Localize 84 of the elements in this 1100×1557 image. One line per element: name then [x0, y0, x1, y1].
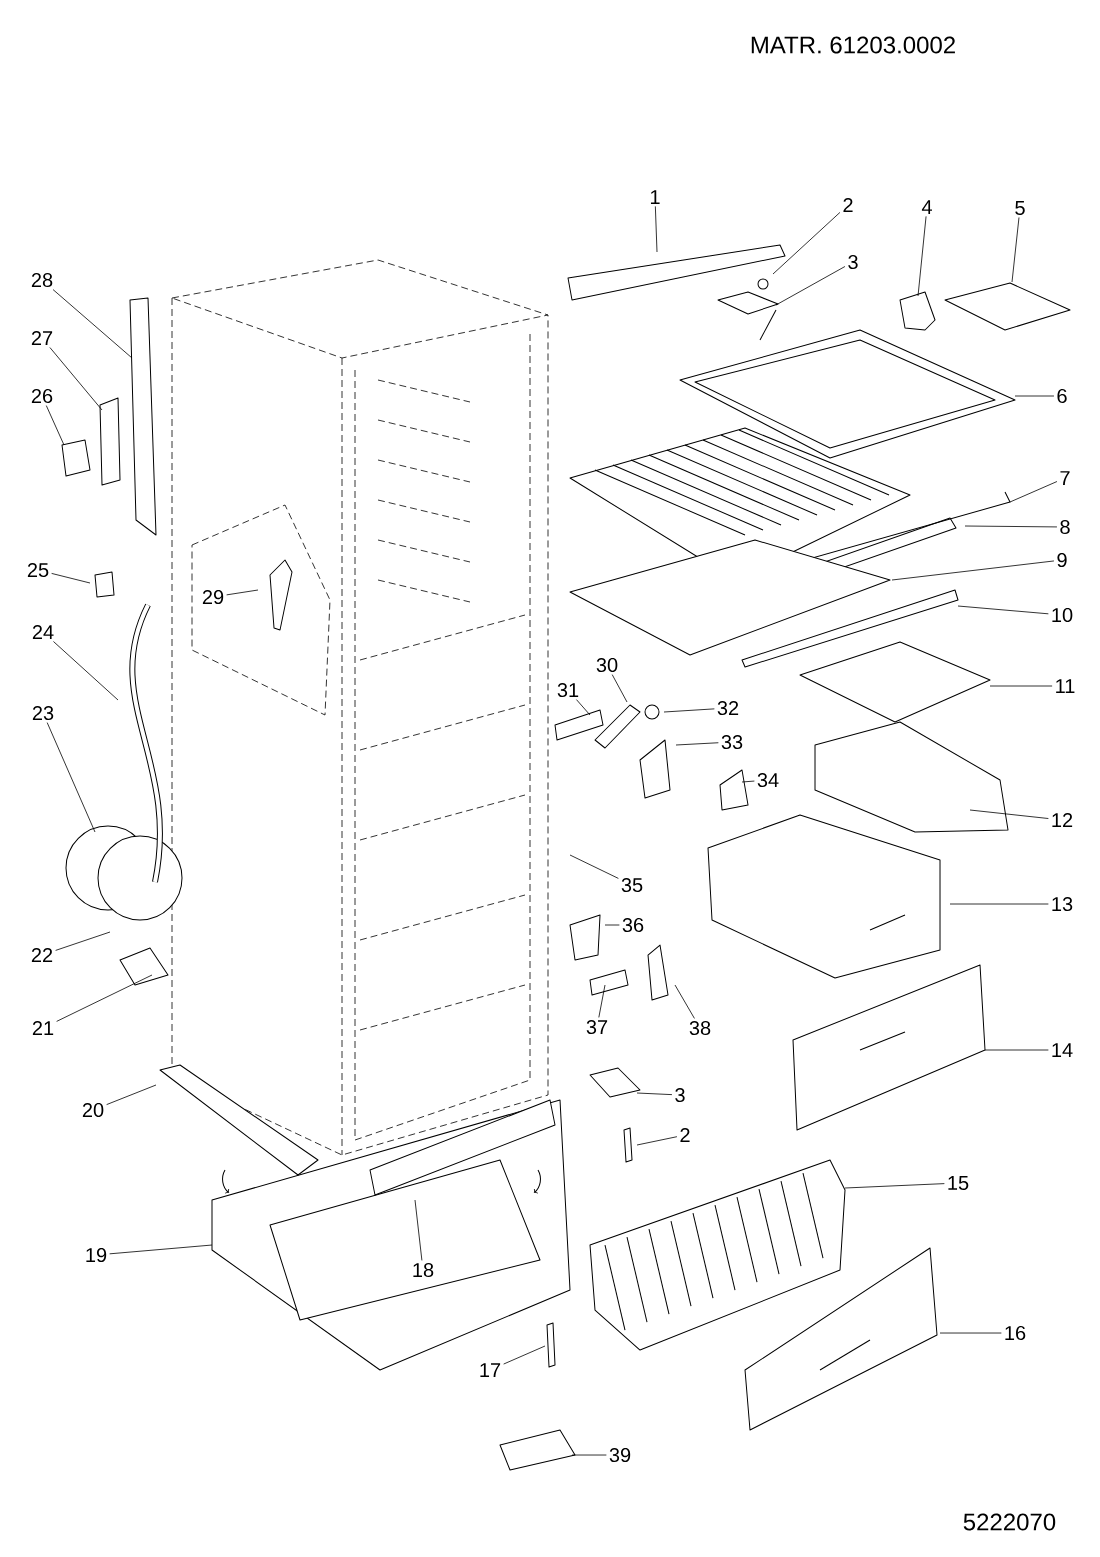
- callout-number: 25: [27, 562, 49, 578]
- callout-number: 20: [82, 1102, 104, 1118]
- leader-line: [957, 605, 1049, 615]
- callout-number: 33: [721, 734, 743, 750]
- callout-number: 27: [31, 331, 53, 345]
- leader-line: [984, 1049, 1049, 1051]
- callout-number: 11: [1056, 679, 1075, 693]
- leader-line: [989, 685, 1053, 687]
- callout-number: 15: [948, 1176, 969, 1190]
- callout-number: 17: [480, 1363, 501, 1377]
- drawing-number: MATR. 61203.0002: [751, 36, 955, 54]
- callout-number: 4: [921, 200, 932, 214]
- callout-number: 3: [675, 1087, 685, 1103]
- leader-line: [52, 289, 133, 359]
- leader-line: [106, 1084, 157, 1105]
- leader-line: [636, 1092, 673, 1096]
- callout-number: 12: [1052, 813, 1073, 827]
- leader-line: [939, 1332, 1002, 1334]
- leader-line: [1009, 481, 1058, 503]
- callout-number: 32: [717, 700, 739, 716]
- callout-number: 10: [1052, 607, 1073, 623]
- leader-line: [636, 1136, 678, 1146]
- leader-line: [598, 984, 606, 1018]
- callout-number: 6: [1057, 388, 1067, 404]
- leader-line: [569, 854, 619, 879]
- leader-line: [917, 216, 927, 297]
- callout-number: 2: [680, 1128, 690, 1142]
- leader-line: [226, 589, 259, 596]
- leader-line: [969, 809, 1049, 819]
- leader-line: [741, 780, 755, 783]
- callout-number: 16: [1005, 1325, 1026, 1341]
- leader-line: [503, 1345, 546, 1365]
- callout-number: 37: [586, 1019, 608, 1035]
- leader-line: [844, 1183, 945, 1189]
- callout-number: 31: [557, 682, 579, 698]
- callout-number: 2: [843, 198, 853, 212]
- callout-number: 3: [848, 254, 858, 270]
- callout-number: 8: [1060, 519, 1070, 535]
- callout-number: 14: [1052, 1043, 1073, 1057]
- leader-line: [49, 347, 103, 411]
- leader-line: [53, 641, 119, 701]
- leader-line: [611, 674, 628, 703]
- leader-line: [775, 266, 846, 306]
- callout-number: 35: [621, 877, 643, 893]
- leader-line: [1011, 217, 1020, 283]
- callout-number: 7: [1060, 471, 1070, 485]
- callout-number: 5: [1015, 201, 1025, 215]
- leader-line: [109, 1244, 213, 1255]
- leader-line: [571, 1454, 607, 1456]
- leader-line: [654, 206, 658, 253]
- callout-number: 19: [86, 1247, 107, 1263]
- callout-number: 26: [31, 388, 53, 404]
- callout-number: 30: [596, 657, 618, 673]
- callout-number: 1: [650, 190, 660, 204]
- leader-line: [414, 1199, 423, 1261]
- leader-line: [772, 212, 841, 275]
- callout-number: 22: [31, 948, 53, 962]
- leader-line: [949, 903, 1049, 905]
- leader-line: [45, 405, 65, 446]
- leader-line: [674, 984, 695, 1019]
- leader-line: [46, 722, 96, 833]
- callout-number: 13: [1052, 896, 1073, 912]
- drawing-number: 5222070: [963, 1513, 1056, 1531]
- leader-line: [891, 560, 1055, 581]
- callout-number: 39: [609, 1447, 631, 1463]
- callout-number: 24: [32, 625, 54, 639]
- callout-number: 23: [32, 705, 54, 721]
- leader-line: [675, 742, 719, 746]
- leader-line: [964, 525, 1058, 528]
- callout-number: 28: [31, 272, 53, 288]
- leader-line: [576, 699, 591, 716]
- callout-number: 21: [32, 1021, 54, 1035]
- leader-line: [56, 974, 153, 1022]
- callout-number: 18: [413, 1262, 434, 1278]
- leader-line: [51, 573, 91, 584]
- callout-number: 9: [1057, 552, 1067, 568]
- callout-number: 34: [757, 772, 779, 788]
- callout-number: 29: [202, 589, 224, 605]
- callout-number: 36: [622, 917, 644, 933]
- leader-line: [55, 931, 111, 951]
- leader-line: [1014, 395, 1055, 397]
- leader-line: [604, 924, 620, 926]
- leader-line: [663, 708, 715, 713]
- callout-number: 38: [689, 1020, 711, 1036]
